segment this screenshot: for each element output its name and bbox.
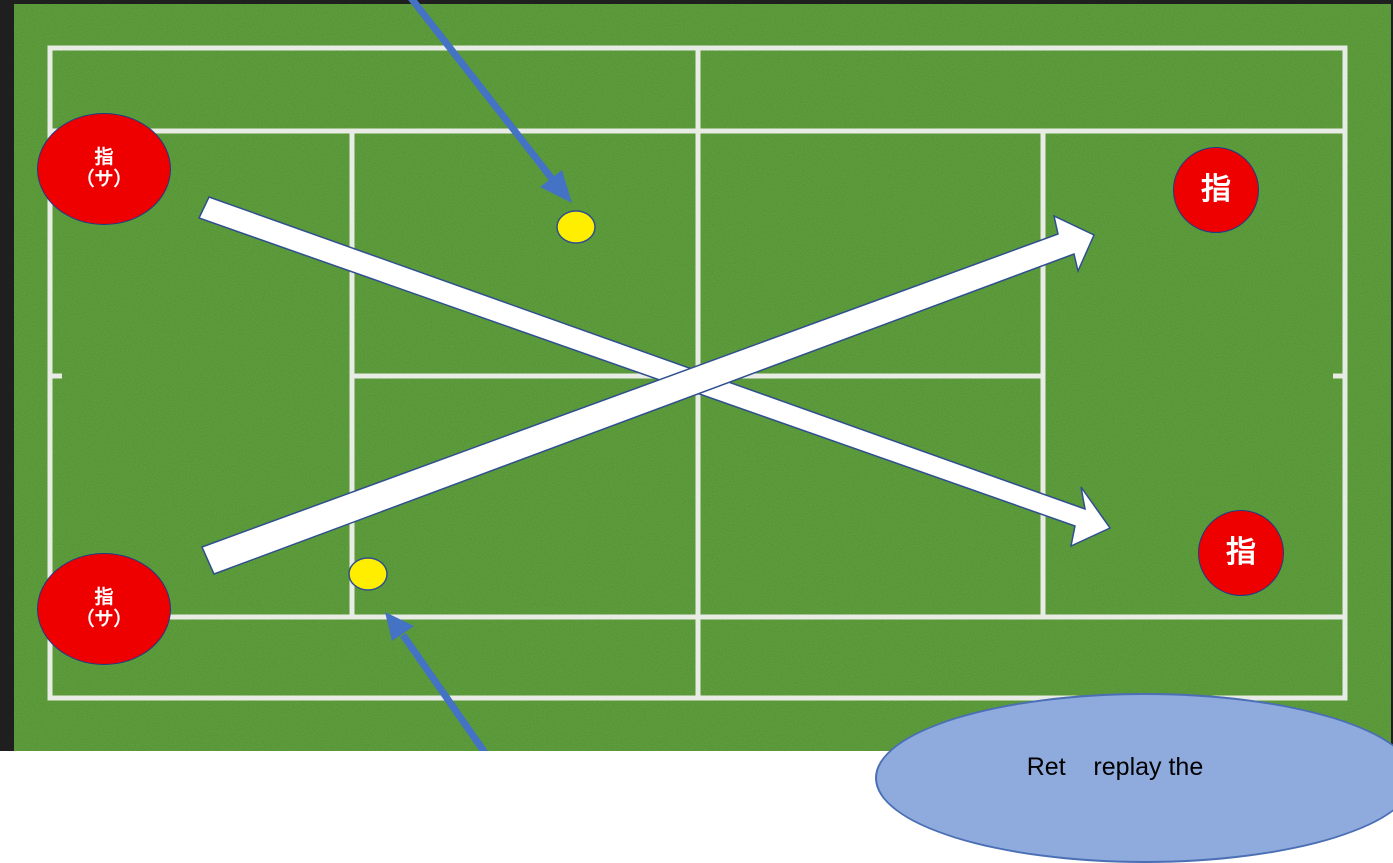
player-marker-right-bottom: 指 <box>1198 510 1284 596</box>
callout-bubble: Ret replay the <box>875 693 1393 863</box>
player-marker-left-bottom: 指 （サ） <box>37 553 171 665</box>
player-marker-label: 指 <box>94 587 113 609</box>
tennis-ball-icon <box>557 211 595 243</box>
player-marker-role: （サ） <box>75 609 132 631</box>
player-marker-right-top: 指 <box>1173 147 1259 233</box>
tennis-ball-icon <box>349 558 387 590</box>
player-marker-label: 指 <box>94 147 113 169</box>
court-diagram: 指 （サ） 指 （サ） 指 指 Ret replay the <box>0 0 1393 751</box>
player-marker-label: 指 <box>1201 173 1231 208</box>
player-marker-label: 指 <box>1226 536 1256 571</box>
tennis-court <box>0 0 1393 751</box>
callout-text: Ret replay the <box>817 753 1393 782</box>
player-marker-left-top: 指 （サ） <box>37 113 171 225</box>
player-marker-role: （サ） <box>75 169 132 191</box>
